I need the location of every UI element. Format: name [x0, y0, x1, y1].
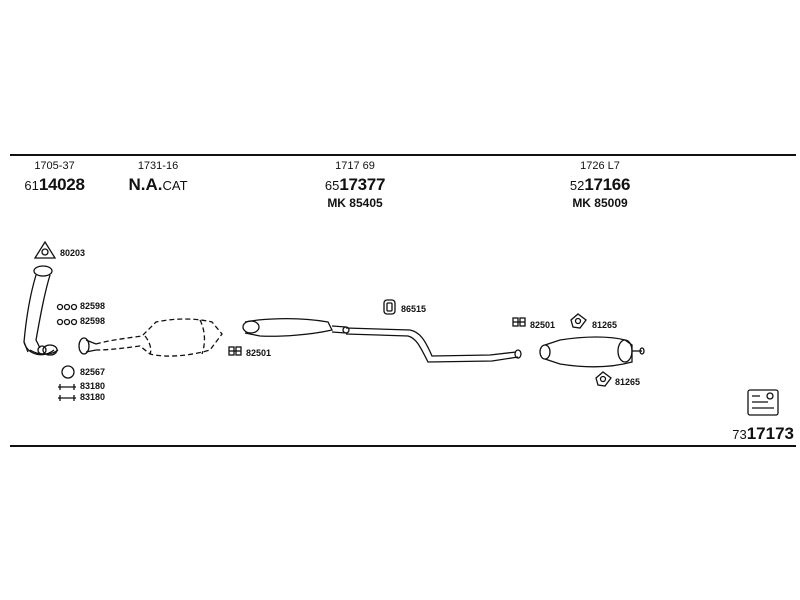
hanger-82501a-icon — [228, 346, 242, 356]
part-label: 81265 — [615, 377, 641, 387]
bottom-rule — [10, 445, 796, 447]
pipe-flange-icon — [78, 337, 97, 355]
part-number: 6517377 — [305, 176, 405, 194]
column-rear-silencer: 1726 L7 5217166 MK 85009 — [550, 160, 650, 210]
bolt-83180a-icon — [58, 384, 76, 390]
set-number-prefix: 73 — [732, 427, 747, 442]
catalyst-label: N.A.CAT — [118, 176, 198, 194]
part-number-main: 17377 — [339, 175, 386, 194]
part-label: 82598 — [80, 316, 106, 326]
catalyst-main: N.A. — [128, 175, 163, 194]
part-label: 82501 — [246, 348, 272, 358]
part-label: 82567 — [80, 367, 106, 377]
clamp-82598a-icon — [56, 303, 78, 311]
intermediate-pipe-icon — [345, 327, 522, 363]
part-code: 1717 69 — [335, 160, 375, 172]
part-number-main: 17166 — [584, 175, 631, 194]
part-number-prefix: 61 — [24, 178, 39, 193]
mounting-kit: MK 85405 — [327, 196, 383, 210]
column-middle-silencer: 1717 69 6517377 MK 85405 — [305, 160, 405, 210]
part-number-prefix: 52 — [569, 178, 585, 193]
part-label: 80203 — [60, 248, 86, 258]
flange-gasket-icon — [33, 240, 57, 259]
part-label: 83180 — [80, 381, 106, 391]
part-number: 5217166 — [550, 176, 650, 194]
middle-silencer-icon — [242, 318, 350, 337]
catalyst-suffix: CAT — [162, 178, 188, 193]
column-front-pipe: 1705-37 6114028 — [12, 161, 97, 194]
rubber-mount-86515-icon — [383, 299, 396, 315]
front-pipe-icon — [23, 265, 59, 356]
set-number-main: 17173 — [746, 424, 794, 443]
part-number: 6114028 — [12, 176, 97, 194]
toolbox-icon — [747, 389, 779, 416]
part-label: 86515 — [401, 304, 427, 314]
part-code: 1726 L7 — [580, 160, 620, 172]
bolt-83180b-icon — [58, 395, 76, 401]
clamp-82598b-icon — [56, 318, 78, 326]
set-number: 7317173 — [732, 424, 794, 444]
part-code: 1731-16 — [137, 160, 179, 172]
part-number-main: 14028 — [38, 175, 85, 194]
catalytic-converter-icon — [95, 318, 223, 357]
rubber-ring-81265b-icon — [595, 371, 612, 387]
mounting-kit: MK 85009 — [572, 196, 628, 210]
rear-silencer-icon — [539, 336, 645, 368]
hanger-82501b-icon — [512, 317, 526, 327]
part-number-prefix: 65 — [324, 178, 340, 193]
part-label: 83180 — [80, 392, 106, 402]
part-label: 82598 — [80, 301, 106, 311]
top-rule — [10, 154, 796, 156]
column-catalyst: 1731-16 N.A.CAT — [118, 161, 198, 194]
part-label: 82501 — [530, 320, 556, 330]
rubber-ring-81265a-icon — [570, 313, 587, 329]
part-code: 1705-37 — [34, 160, 75, 172]
part-label: 81265 — [592, 320, 618, 330]
gasket-82567-icon — [61, 365, 75, 379]
